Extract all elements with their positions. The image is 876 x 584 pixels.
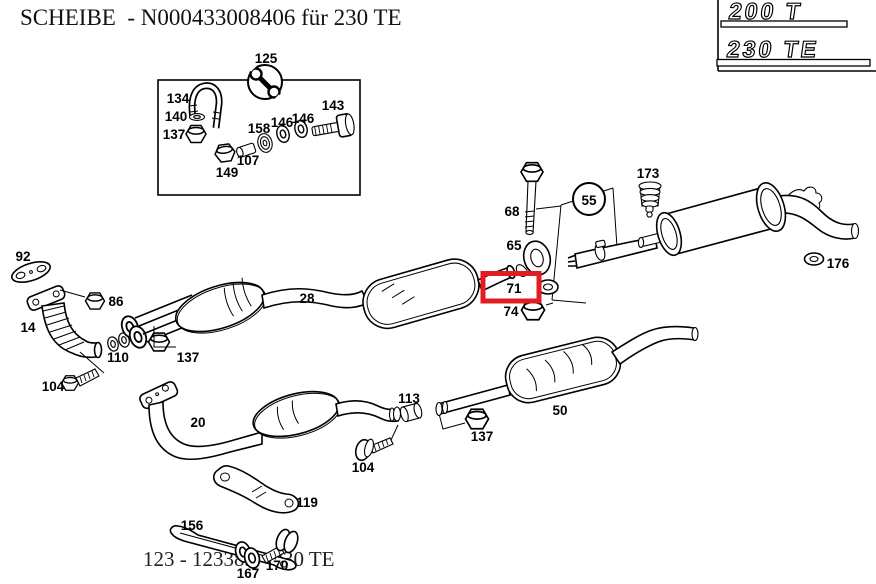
nut-137-lower xyxy=(464,408,490,430)
washer-158 xyxy=(257,133,273,153)
part-callout-55[interactable]: 55 xyxy=(581,193,597,208)
bolt-170 xyxy=(261,528,299,564)
part-callout-104b[interactable]: 104 xyxy=(352,460,375,475)
nut-86 xyxy=(84,292,106,310)
part-callout-158[interactable]: 158 xyxy=(248,121,271,136)
part-callout-170[interactable]: 170 xyxy=(266,558,289,573)
callout-circle-55 xyxy=(572,182,606,216)
part-callout-176[interactable]: 176 xyxy=(827,256,850,271)
part-callout-107[interactable]: 107 xyxy=(237,153,260,168)
bolt-104-lower xyxy=(354,424,399,462)
front-assembly-lower xyxy=(139,325,699,514)
hanger-65 xyxy=(515,240,552,277)
part-callout-68[interactable]: 68 xyxy=(504,204,520,219)
bottom-hardware xyxy=(169,525,299,571)
highlight-box[interactable] xyxy=(480,271,542,304)
part-callout-74[interactable]: 74 xyxy=(503,304,519,319)
sleeve-113 xyxy=(399,402,423,423)
part-callout-143[interactable]: 143 xyxy=(322,98,345,113)
part-callout-146b[interactable]: 146 xyxy=(292,111,315,126)
part-callout-86[interactable]: 86 xyxy=(108,294,124,309)
part-callout-173[interactable]: 173 xyxy=(637,166,660,181)
rear-muffler-group xyxy=(637,181,860,266)
bolt-68 xyxy=(520,161,544,236)
part-callout-125[interactable]: 125 xyxy=(255,51,278,66)
leader-86 xyxy=(59,289,86,298)
part-callout-140[interactable]: 140 xyxy=(165,109,188,124)
leader-137-upper xyxy=(153,326,176,348)
part-callout-137b[interactable]: 137 xyxy=(177,350,200,365)
center-pipe-28 xyxy=(117,258,516,351)
bracket-119 xyxy=(212,464,300,514)
flange-lower xyxy=(139,381,179,410)
nut-137-upper xyxy=(147,332,171,352)
washer-176 xyxy=(803,252,825,266)
part-callout-104a[interactable]: 104 xyxy=(42,379,65,394)
hardware-kit-box xyxy=(157,60,361,196)
part-callout-92[interactable]: 92 xyxy=(15,249,30,264)
badge-230TE: 230 TE xyxy=(725,36,821,62)
part-callout-146a[interactable]: 146 xyxy=(271,115,294,130)
part-callout-113[interactable]: 113 xyxy=(398,391,420,406)
washer-140 xyxy=(188,113,206,121)
bolt-104-upper xyxy=(60,351,105,391)
part-callout-119[interactable]: 119 xyxy=(296,495,318,510)
part-callout-20[interactable]: 20 xyxy=(190,415,205,430)
part-callout-110[interactable]: 110 xyxy=(107,350,129,365)
tailpipe xyxy=(778,194,860,240)
part-callout-137c[interactable]: 137 xyxy=(471,429,494,444)
gasket-92 xyxy=(10,261,52,283)
front-assembly-upper xyxy=(10,258,516,391)
spacer-107 xyxy=(236,142,257,158)
part-callout-156[interactable]: 156 xyxy=(181,518,204,533)
hook-pipe-134 xyxy=(188,82,223,129)
badge-200T: 200 T xyxy=(727,0,804,24)
part-callout-167[interactable]: 167 xyxy=(237,566,260,581)
model-badge-box: 200 T 230 TE xyxy=(716,0,876,72)
cat-lower xyxy=(252,390,341,439)
part-callout-50[interactable]: 50 xyxy=(552,403,567,418)
intermediate-pipe xyxy=(567,236,658,269)
downpipe-20 xyxy=(148,401,263,460)
part-callout-137a[interactable]: 137 xyxy=(163,127,186,142)
bolt-143 xyxy=(311,113,355,138)
nut-137-kit xyxy=(185,124,207,144)
page-title: SCHEIBE - N000433008406 für 230 TE xyxy=(20,5,402,30)
tool-circle-125 xyxy=(245,60,285,106)
downpipe-14 xyxy=(26,285,103,359)
part-callout-134[interactable]: 134 xyxy=(167,91,190,106)
nut-149 xyxy=(213,142,237,164)
mounting-kit xyxy=(515,161,662,321)
part-callout-149[interactable]: 149 xyxy=(216,165,239,180)
part-callout-65[interactable]: 65 xyxy=(506,238,522,253)
part-callout-71[interactable]: 71 xyxy=(506,281,522,296)
buffer-173 xyxy=(638,181,662,218)
part-callout-14[interactable]: 14 xyxy=(20,320,36,335)
muffler-50 xyxy=(435,325,699,417)
part-callout-28[interactable]: 28 xyxy=(299,291,315,306)
